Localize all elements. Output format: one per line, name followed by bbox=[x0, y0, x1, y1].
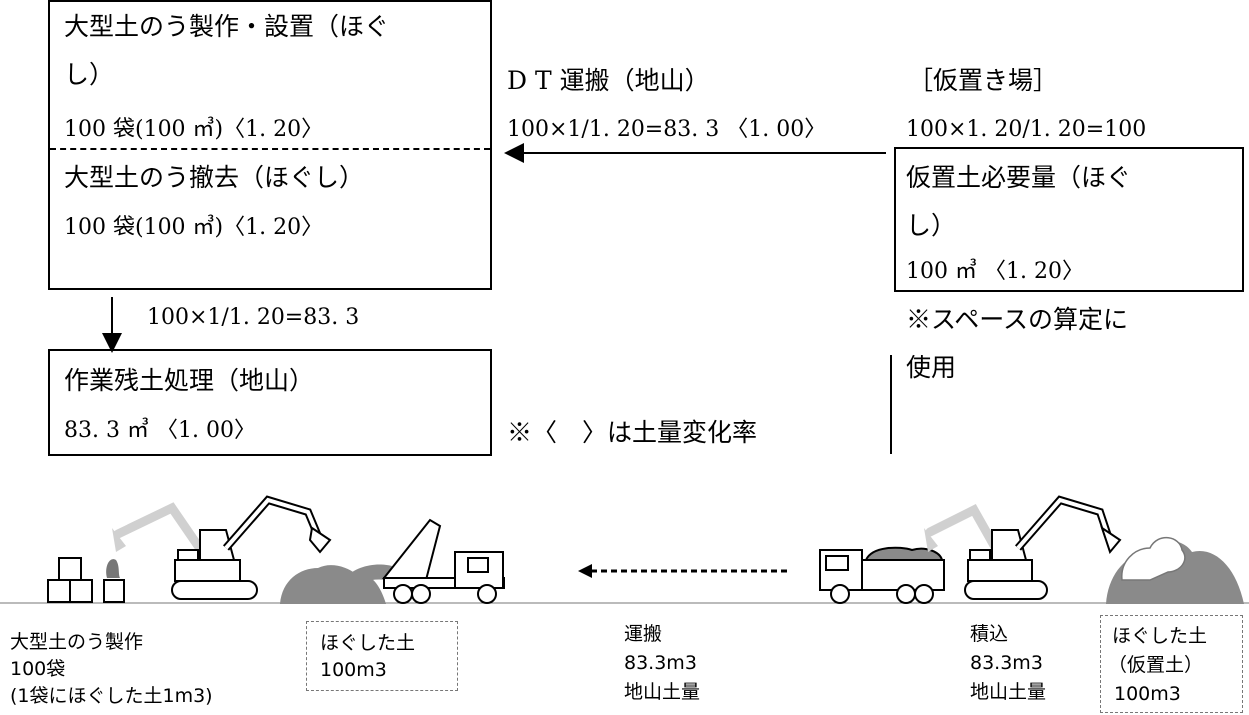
transport-arrowhead bbox=[578, 564, 592, 578]
surplus-title: 作業残土処理（地山） bbox=[64, 366, 315, 395]
filling-soil-icon bbox=[106, 559, 120, 578]
excavator-icon bbox=[171, 495, 332, 600]
caption-temp-3: 100m3 bbox=[1114, 683, 1181, 705]
make-install-box bbox=[48, 0, 492, 290]
dumping-soil-icon bbox=[345, 564, 392, 590]
legend-note: ※〈 〉は土量変化率 bbox=[507, 418, 758, 447]
caption-loading-1: 積込 bbox=[970, 623, 1009, 645]
removal-qty: 100 袋(100 ㎥)〈1. 20〉 bbox=[64, 215, 324, 240]
caption-loosened-2: 100m3 bbox=[320, 659, 387, 681]
make-install-qty: 100 袋(100 ㎥)〈1. 20〉 bbox=[64, 117, 324, 142]
caption-transport-3: 地山土量 bbox=[624, 681, 701, 703]
surplus-box bbox=[48, 349, 492, 456]
removal-title: 大型土のう撤去（ほぐし） bbox=[64, 163, 365, 192]
caption-loading-2: 83.3m3 bbox=[970, 652, 1043, 674]
caption-transport-2: 83.3m3 bbox=[624, 652, 697, 674]
caption-making-2: 100袋 bbox=[10, 658, 66, 680]
caption-temp-2: （仮置土） bbox=[1108, 654, 1204, 676]
dt-transport-label: D T 運搬（地山） bbox=[507, 66, 710, 95]
ghost-arm-icon bbox=[113, 502, 210, 561]
dt-calc-label: 100×1/1. 20=83. 3 〈1. 00〉 bbox=[507, 117, 827, 142]
make-install-title-1: 大型土のう製作・設置（ほぐ bbox=[64, 12, 390, 41]
make-install-title-2: し） bbox=[64, 60, 115, 89]
caption-transport-1: 運搬 bbox=[624, 623, 663, 645]
surplus-qty: 83. 3 ㎥ 〈1. 00〉 bbox=[64, 418, 256, 443]
box-divider bbox=[50, 148, 490, 150]
storage-calc: 100×1. 20/1. 20=100 bbox=[906, 117, 1147, 142]
down-calc-label: 100×1/1. 20=83. 3 bbox=[147, 305, 360, 330]
temp-loosened-box bbox=[1100, 615, 1243, 713]
dump-truck-icon bbox=[382, 518, 505, 604]
space-note-1: ※スペースの算定に bbox=[906, 305, 1129, 334]
loosened-soil-box bbox=[306, 621, 458, 691]
caption-loading-3: 地山土量 bbox=[970, 681, 1047, 703]
caption-making-3: (1袋にほぐした土1m3) bbox=[10, 685, 213, 707]
loosened-soil-outline bbox=[1121, 537, 1186, 581]
temp-soil-qty: 100 ㎥ 〈1. 20〉 bbox=[906, 259, 1084, 284]
caption-loosened-1: ほぐした土 bbox=[320, 632, 416, 654]
storage-title: ［仮置き場］ bbox=[908, 66, 1059, 95]
sandbag-icon bbox=[47, 557, 125, 603]
temp-soil-title-1: 仮置土必要量（ほぐ bbox=[906, 163, 1132, 192]
caption-making-1: 大型土のう製作 bbox=[10, 631, 144, 653]
excavator-icon-right bbox=[964, 495, 1122, 600]
caption-temp-1: ほぐした土 bbox=[1112, 625, 1208, 647]
space-note-2: 使用 bbox=[906, 353, 957, 382]
dump-truck-icon-right bbox=[819, 546, 945, 604]
temp-soil-title-2: し） bbox=[906, 211, 957, 240]
temp-soil-box bbox=[894, 147, 1244, 292]
